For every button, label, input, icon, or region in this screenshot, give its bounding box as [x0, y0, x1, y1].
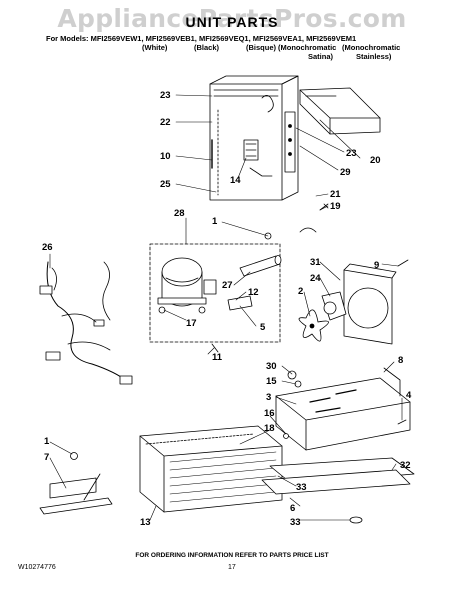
- callout-22: 22: [160, 117, 171, 128]
- callout-17: 17: [186, 318, 197, 329]
- callout-7: 7: [44, 452, 49, 463]
- models-prefix: For Models:: [46, 34, 89, 43]
- callout-6: 6: [290, 503, 295, 514]
- callout-31: 31: [310, 257, 321, 268]
- page-number: 17: [228, 564, 236, 571]
- callout-5: 5: [260, 322, 266, 333]
- page-title: UNIT PARTS: [185, 14, 279, 30]
- callout-1-top: 1: [212, 216, 218, 227]
- document-number: W10274776: [18, 564, 56, 571]
- back-panel-assembly: [209, 75, 299, 201]
- watermark: AppliancePartsPros.com: [57, 4, 407, 33]
- callout-10: 10: [160, 151, 171, 162]
- variant-satina: (Monochromatic: [278, 43, 337, 52]
- callout-33-bottom: 33: [290, 517, 301, 528]
- condenser-part-18: [139, 425, 283, 513]
- variant-white: (White): [142, 43, 168, 52]
- part-27-cylinder: [239, 255, 282, 277]
- base-tray-part-3: [275, 367, 411, 451]
- fan-assembly: [298, 263, 397, 345]
- callout-14: 14: [230, 175, 241, 186]
- wire-harness-part-26: [39, 261, 133, 385]
- models-list: MFI2569VEW1, MFI2569VEB1, MFI2569VEQ1, M…: [90, 34, 357, 43]
- callout-25: 25: [160, 179, 171, 190]
- heater-part-6: [39, 452, 113, 515]
- callout-numbers: 23 22 10 25 28 26 14 20 29 23 21 19 1 31…: [42, 90, 412, 528]
- callout-23-right: 23: [346, 148, 357, 159]
- callout-30: 30: [266, 361, 277, 372]
- model-list: For Models: MFI2569VEW1, MFI2569VEB1, MF…: [46, 34, 400, 61]
- ordering-note: FOR ORDERING INFORMATION REFER TO PARTS …: [135, 552, 329, 559]
- callout-9: 9: [374, 260, 379, 271]
- callout-19: 19: [330, 201, 341, 212]
- leader-lines: [49, 94, 403, 521]
- callout-13: 13: [140, 517, 151, 528]
- callout-11: 11: [212, 352, 223, 363]
- callout-32: 32: [400, 460, 411, 471]
- callout-15: 15: [266, 376, 277, 387]
- callout-8: 8: [398, 355, 403, 366]
- callout-27: 27: [222, 280, 233, 291]
- callout-24: 24: [310, 273, 321, 284]
- callout-28: 28: [174, 208, 185, 219]
- callout-21: 21: [330, 189, 341, 200]
- variant-bisque: (Bisque): [246, 43, 276, 52]
- callout-12: 12: [248, 287, 259, 298]
- fasteners: [211, 203, 409, 524]
- compressor-part-28: [149, 243, 281, 343]
- callout-20: 20: [370, 155, 381, 166]
- variant-satina-line2: Satina): [308, 52, 334, 61]
- callout-23-top: 23: [160, 90, 171, 101]
- callout-16: 16: [264, 408, 275, 419]
- callout-33-mid: 33: [296, 482, 307, 493]
- callout-29: 29: [340, 167, 351, 178]
- callout-26: 26: [42, 242, 53, 253]
- callout-1-left: 1: [44, 436, 50, 447]
- callout-18: 18: [264, 423, 275, 434]
- duct-part-20: [299, 87, 381, 135]
- callout-3: 3: [266, 392, 271, 403]
- callout-4: 4: [406, 390, 412, 401]
- variant-stainless: (Monochromatic: [342, 43, 401, 52]
- callout-2: 2: [298, 286, 303, 297]
- variant-black: (Black): [194, 43, 220, 52]
- drain-pan-part-32: [261, 457, 415, 495]
- variant-stainless-line2: Stainless): [356, 52, 392, 61]
